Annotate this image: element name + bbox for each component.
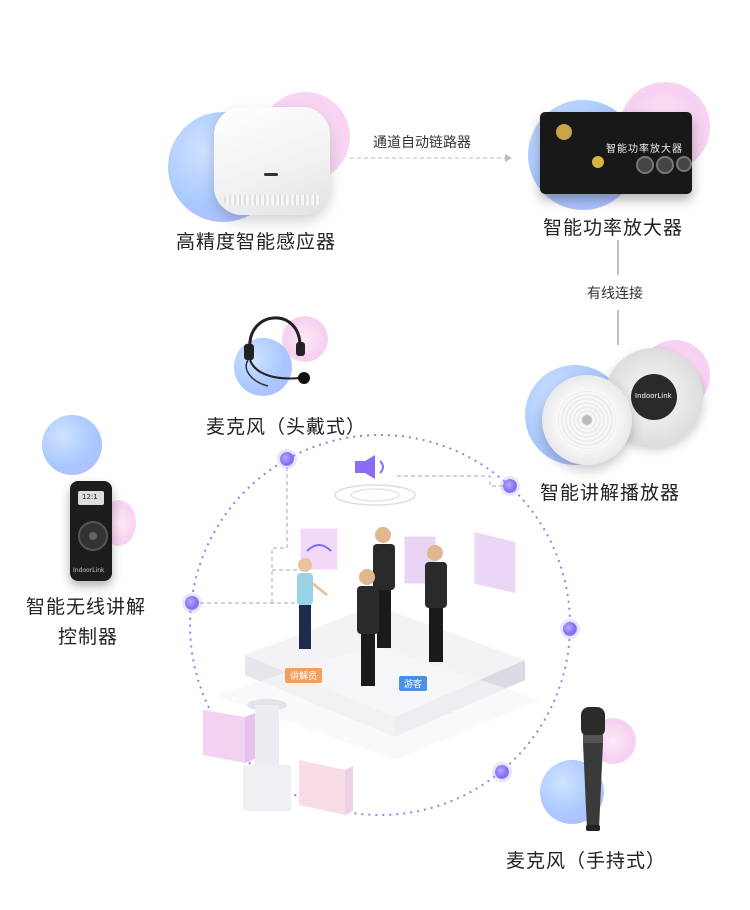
controller-brand: IndoorLink xyxy=(73,567,105,574)
amplifier-label: 智能功率放大器 xyxy=(543,217,684,239)
sound-icon xyxy=(334,455,416,506)
visitor-tag: 游客 xyxy=(399,676,428,691)
ring-node-handheld xyxy=(495,765,509,779)
amp-knob-2 xyxy=(656,156,674,174)
ring-node-right xyxy=(563,622,577,636)
controller-device: 12:1 IndoorLink xyxy=(70,481,112,581)
headset-mic-label: 麦克风（头戴式） xyxy=(206,416,367,438)
handheld-mic-label: 麦克风（手持式） xyxy=(506,850,667,872)
sensor-label: 高精度智能感应器 xyxy=(176,231,337,253)
exhibition-scene xyxy=(203,455,540,815)
sensor-to-amp-label: 通道自动链路器 xyxy=(373,135,471,151)
visitor-figures xyxy=(357,527,447,686)
controller-label-line1: 智能无线讲解 xyxy=(26,596,147,618)
amp-knob-1 xyxy=(636,156,654,174)
amp-knob-3 xyxy=(676,156,692,172)
headset-mic-icon xyxy=(244,316,310,387)
guide-figure xyxy=(297,558,328,649)
ring-node-headset xyxy=(280,452,294,466)
amp-panel-title: 智能功率放大器 xyxy=(606,144,683,155)
sensor-device xyxy=(214,107,330,215)
handheld-mic-icon xyxy=(581,707,605,831)
ring-node-controller xyxy=(185,596,199,610)
controller-screen: 12:1 xyxy=(78,491,104,505)
speaker-to-scene-line xyxy=(395,475,510,487)
speaker-label: 智能讲解播放器 xyxy=(540,482,681,504)
speaker-device xyxy=(542,375,632,465)
headset-to-guide-line xyxy=(271,460,288,603)
guide-tag: 讲解员 xyxy=(285,668,323,683)
ring-node-speaker xyxy=(503,479,517,493)
speaker-brand: IndoorLink xyxy=(635,392,672,400)
controller-label-line2: 控制器 xyxy=(58,626,119,648)
amp-logo-icon xyxy=(556,124,572,140)
controller-dpad xyxy=(78,521,108,551)
amplifier-device: 智能功率放大器 xyxy=(540,112,692,194)
amp-to-speaker-label: 有线连接 xyxy=(587,286,643,302)
